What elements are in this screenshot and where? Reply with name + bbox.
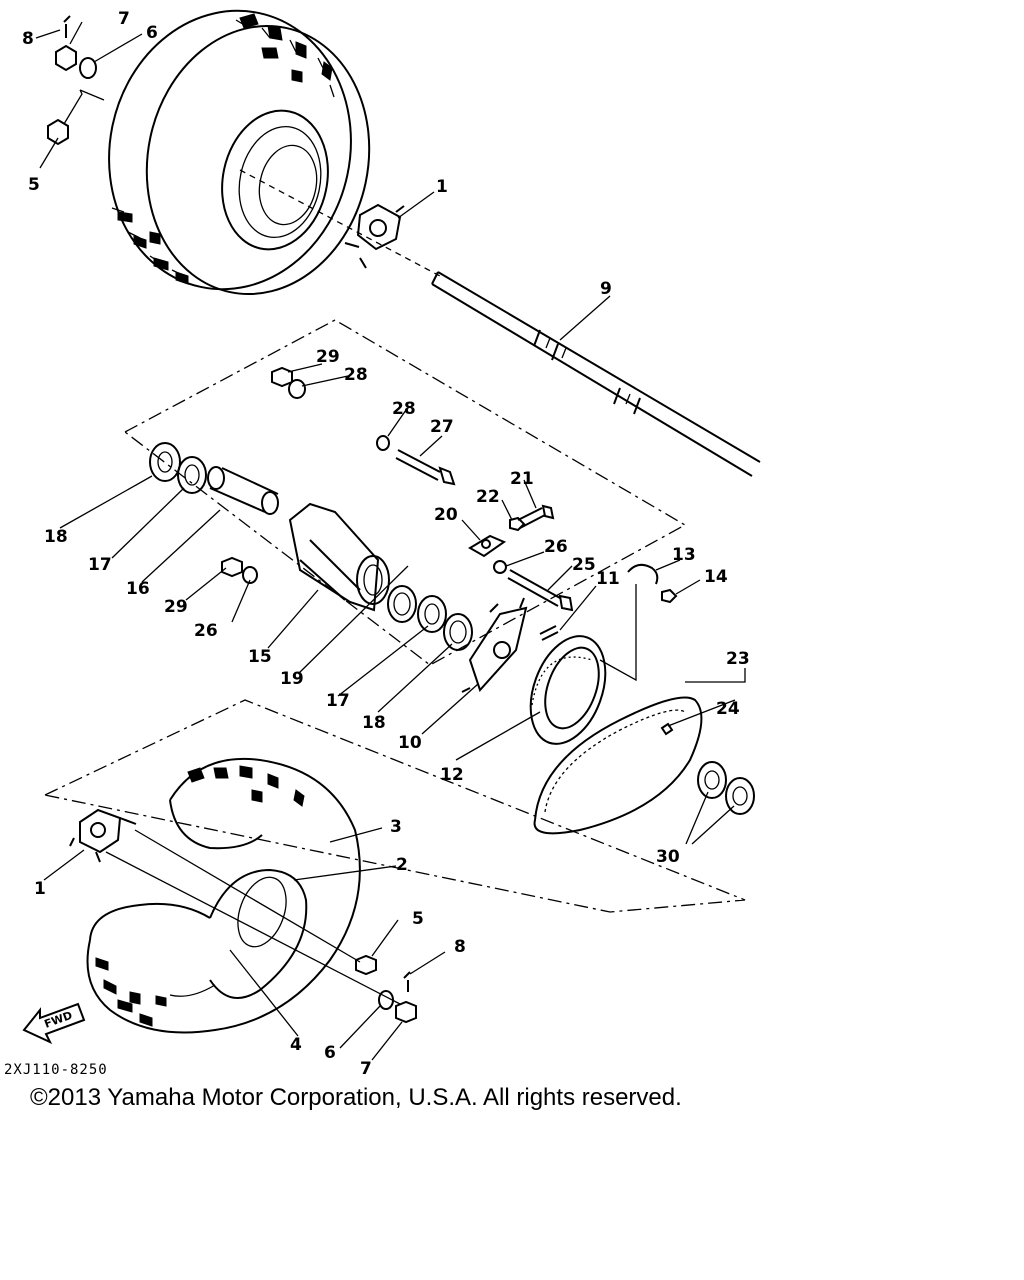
callout-12: 12 (440, 765, 464, 785)
callout-1-bottom: 1 (34, 879, 46, 899)
callout-28-top: 28 (344, 365, 368, 385)
forward-arrow: FWD (22, 1002, 86, 1045)
fwd-label: FWD (43, 1009, 74, 1031)
axle-housing (288, 502, 390, 612)
tire-tread-upper (117, 13, 333, 285)
bearings-left (149, 442, 207, 494)
rear-axle (431, 271, 761, 477)
hub-upper (344, 203, 405, 269)
bracket (468, 534, 507, 558)
callout-6-top: 6 (146, 23, 158, 43)
clamp (627, 563, 678, 604)
callout-6-bottom: 6 (324, 1043, 336, 1063)
callout-26-left: 26 (194, 621, 218, 641)
nut-washer-top (271, 366, 306, 399)
nut-washer-left (221, 556, 258, 584)
chain-rollers (697, 761, 755, 815)
callout-10: 10 (398, 733, 422, 753)
drive-chain (533, 696, 703, 835)
callout-17-right: 17 (326, 691, 350, 711)
callout-11: 11 (596, 569, 620, 589)
bolt-27 (376, 435, 456, 486)
sprocket-hub (461, 597, 528, 693)
callout-15: 15 (248, 647, 272, 667)
bearings-right (387, 585, 473, 651)
callout-8-top: 8 (22, 29, 34, 49)
callout-25: 25 (572, 555, 596, 575)
callout-13: 13 (672, 545, 696, 565)
callout-18-left: 18 (44, 527, 68, 547)
callout-9: 9 (600, 279, 612, 299)
callout-1-top: 1 (436, 177, 448, 197)
copyright-notice: ©2013 Yamaha Motor Corporation, U.S.A. A… (30, 1084, 682, 1111)
hub-lower (69, 808, 137, 863)
callout-29-left: 29 (164, 597, 188, 617)
callout-5-bottom: 5 (412, 909, 424, 929)
hardware-upper (47, 15, 105, 146)
sprocket (529, 635, 607, 745)
callout-20: 20 (434, 505, 458, 525)
bolt-25 (493, 560, 574, 612)
callout-4: 4 (290, 1035, 302, 1055)
callout-23: 23 (726, 649, 750, 669)
callout-24: 24 (716, 699, 740, 719)
callout-30: 30 (656, 847, 680, 867)
spacer (207, 466, 279, 515)
stud (539, 625, 559, 641)
parts-diagram: FWD 8 7 6 5 1 9 29 28 28 27 21 22 20 26 … (22, 9, 761, 1079)
callout-16: 16 (126, 579, 150, 599)
callout-5-top: 5 (28, 175, 40, 195)
callout-7-top: 7 (118, 9, 130, 29)
callout-17-left: 17 (88, 555, 112, 575)
callout-3: 3 (390, 817, 402, 837)
callout-27: 27 (430, 417, 454, 437)
rear-tire-lower (86, 757, 361, 1034)
bolt-21 (509, 504, 555, 532)
leader-lines (35, 21, 746, 1061)
callout-14: 14 (704, 567, 728, 587)
callout-21: 21 (510, 469, 534, 489)
callout-29-top: 29 (316, 347, 340, 367)
callout-8-bottom: 8 (454, 937, 466, 957)
callout-22: 22 (476, 487, 500, 507)
callout-19: 19 (280, 669, 304, 689)
tire-tread-lower (95, 765, 305, 1027)
diagram-code: 2XJ110-8250 (4, 1062, 108, 1078)
callout-2: 2 (396, 855, 408, 875)
hardware-lower (355, 954, 417, 1024)
rear-tire-upper (108, 9, 371, 296)
callouts: 8 7 6 5 1 9 29 28 28 27 21 22 20 26 25 1… (22, 9, 750, 1079)
callout-26-mid: 26 (544, 537, 568, 557)
callout-7-bottom: 7 (360, 1059, 372, 1079)
callout-18-right: 18 (362, 713, 386, 733)
callout-28-mid: 28 (392, 399, 416, 419)
